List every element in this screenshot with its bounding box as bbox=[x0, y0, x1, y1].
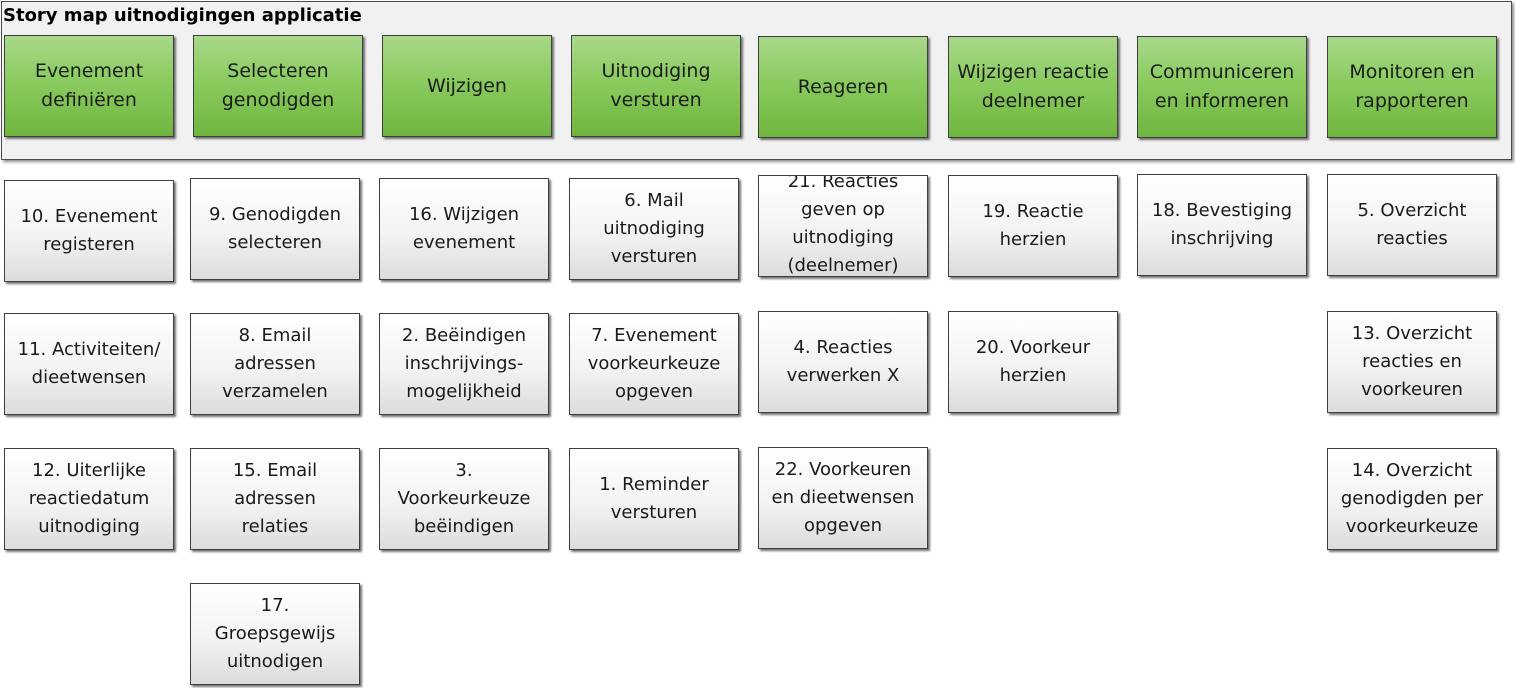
activity-reageren: Reageren bbox=[758, 36, 928, 138]
activity-wijzigen-reactie-deelnemer: Wijzigen reactie deelnemer bbox=[948, 36, 1118, 138]
story-reactie-herzien: 19. Reactie herzien bbox=[948, 175, 1118, 277]
story-groepsgewijs-uitnodigen: 17. Groepsgewijs uitnodigen bbox=[190, 583, 360, 685]
story-overzicht-reacties-en-voorkeuren: 13. Overzicht reacties en voorkeuren bbox=[1327, 311, 1497, 413]
story-map-title: Story map uitnodigingen applicatie bbox=[3, 5, 362, 26]
story-mail-uitnodiging-versturen: 6. Mail uitnodiging versturen bbox=[569, 178, 739, 280]
activity-monitoren-en-rapporteren: Monitoren en rapporteren bbox=[1327, 36, 1497, 138]
story-email-adressen-relaties: 15. Email adressen relaties bbox=[190, 448, 360, 550]
story-voorkeuren-en-dieetwensen-opgeven: 22. Voorkeuren en dieetwensen opgeven bbox=[758, 447, 928, 549]
activity-wijzigen: Wijzigen bbox=[382, 35, 552, 137]
story-overzicht-genodigden-per-voorkeurkeuze: 14. Overzicht genodigden per voorkeurkeu… bbox=[1327, 448, 1497, 550]
story-evenement-voorkeurkeuze-opgeven: 7. Evenement voorkeurkeuze opgeven bbox=[569, 313, 739, 415]
story-voorkeur-herzien: 20. Voorkeur herzien bbox=[948, 311, 1118, 413]
story-bevestiging-inschrijving: 18. Bevestiging inschrijving bbox=[1137, 174, 1307, 276]
story-genodigden-selecteren: 9. Genodigden selecteren bbox=[190, 178, 360, 280]
story-activiteiten-dieetwensen: 11. Activiteiten/ dieetwensen bbox=[4, 313, 174, 415]
story-reminder-versturen: 1. Reminder versturen bbox=[569, 448, 739, 550]
activity-evenement-definieren: Evenement definiëren bbox=[4, 35, 174, 137]
story-wijzigen-evenement: 16. Wijzigen evenement bbox=[379, 178, 549, 280]
activity-selecteren-genodigden: Selecteren genodigden bbox=[193, 35, 363, 137]
story-overzicht-reacties: 5. Overzicht reacties bbox=[1327, 174, 1497, 276]
story-evenement-registeren: 10. Evenement registeren bbox=[4, 180, 174, 282]
story-email-adressen-verzamelen: 8. Email adressen verzamelen bbox=[190, 313, 360, 415]
activity-communiceren-en-informeren: Communiceren en informeren bbox=[1137, 36, 1307, 138]
activity-uitnodiging-versturen: Uitnodiging versturen bbox=[571, 35, 741, 137]
story-reacties-geven-op-uitnodiging: 21. Reacties geven op uitnodiging (deeln… bbox=[758, 175, 928, 277]
story-uiterlijke-reactiedatum: 12. Uiterlijke reactiedatum uitnodiging bbox=[4, 448, 174, 550]
story-reacties-verwerken: 4. Reacties verwerken X bbox=[758, 311, 928, 413]
story-beeindigen-inschrijvingsmogelijkheid: 2. Beëindigen inschrijvings- mogelijkhei… bbox=[379, 313, 549, 415]
story-voorkeurkeuze-beeindigen: 3. Voorkeurkeuze beëindigen bbox=[379, 448, 549, 550]
